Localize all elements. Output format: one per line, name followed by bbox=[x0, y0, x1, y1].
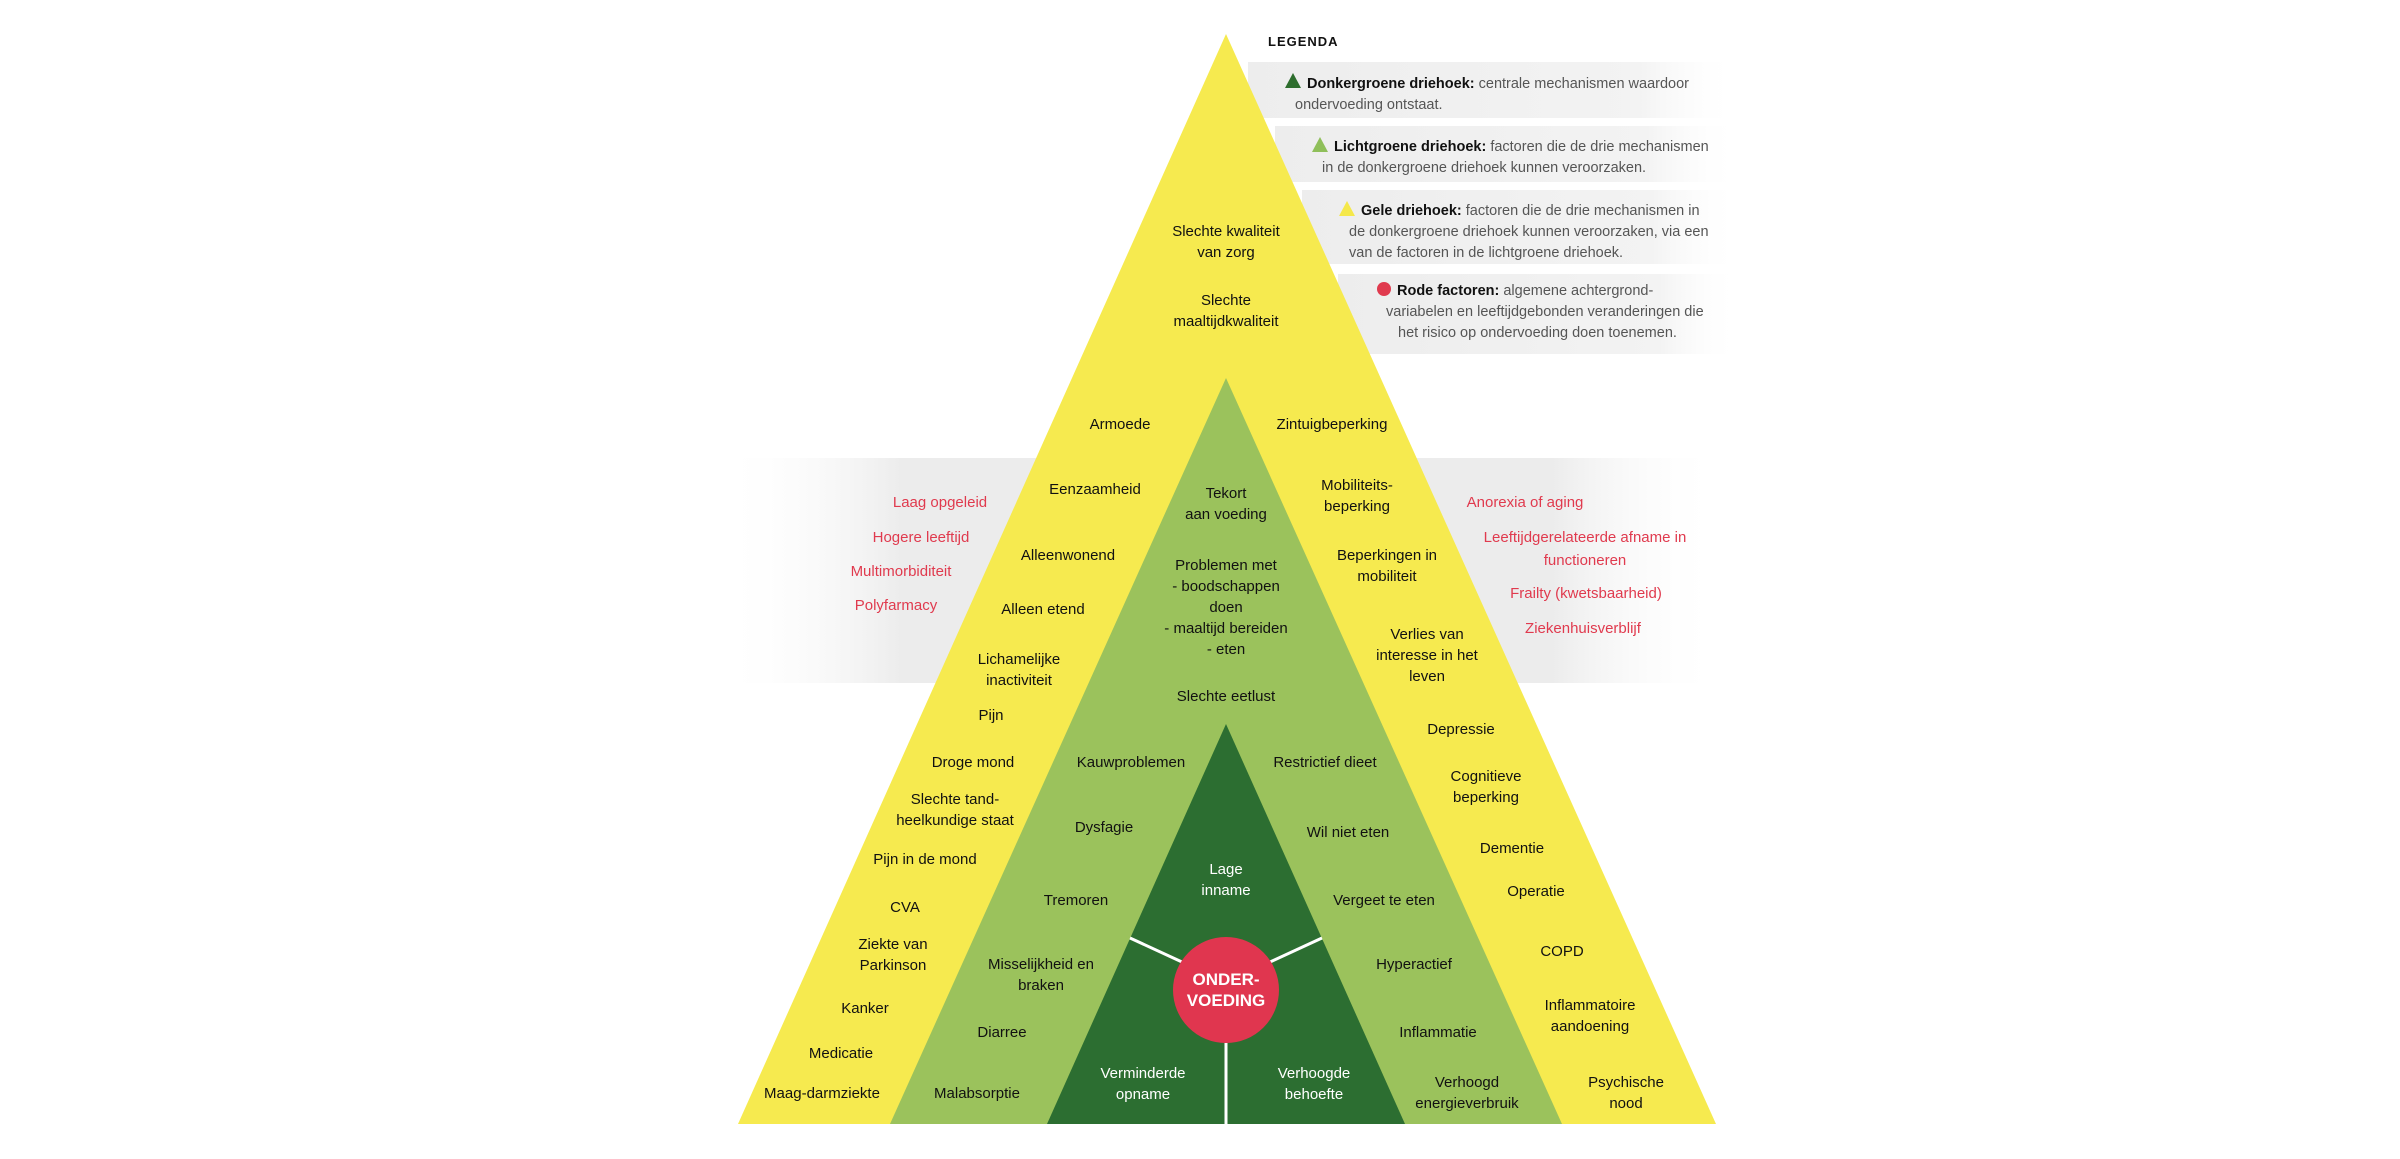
yellow-right-label: Dementie bbox=[1480, 840, 1544, 857]
green-left-label: Diarree bbox=[977, 1024, 1026, 1041]
red-left-label: Polyfarmacy bbox=[855, 597, 938, 614]
legend-bg-1 bbox=[1248, 62, 1738, 118]
legend-text: Donkergroene driehoek: centrale mechanis… bbox=[1307, 76, 1689, 92]
legend-bg-3 bbox=[1302, 190, 1740, 264]
yellow-right-label: Zintuigbeperking bbox=[1277, 416, 1388, 433]
red-left-label: Laag opgeleid bbox=[893, 494, 987, 511]
legend-item: Lichtgroene driehoek: factoren die de dr… bbox=[1312, 137, 1709, 176]
yellow-right-label: COPD bbox=[1540, 943, 1584, 960]
yellow-right-label: Mobiliteits-beperking bbox=[1321, 477, 1393, 515]
green-center-label: Slechte eetlust bbox=[1177, 688, 1276, 705]
yellow-left-label: Alleen etend bbox=[1001, 601, 1084, 618]
legend-text-line: van de factoren in de lichtgroene drieho… bbox=[1349, 245, 1623, 261]
legend-triangle-marker bbox=[1312, 137, 1328, 152]
legend-text-line: ondervoeding ontstaat. bbox=[1295, 97, 1443, 113]
yellow-left-label: Eenzaamheid bbox=[1049, 481, 1141, 498]
green-left-label: Kauwproblemen bbox=[1077, 754, 1185, 771]
green-right-label: Inflammatie bbox=[1399, 1024, 1477, 1041]
green-right-label: Vergeet te eten bbox=[1333, 892, 1435, 909]
divider-right bbox=[1269, 936, 1323, 964]
legend-text: Rode factoren: algemene achtergrond- bbox=[1397, 283, 1653, 299]
yellow-left-label: Armoede bbox=[1090, 416, 1151, 433]
legend-bg-4 bbox=[1338, 274, 1740, 354]
yellow-left-label: Droge mond bbox=[932, 754, 1015, 771]
legend-dot-marker bbox=[1377, 282, 1391, 296]
red-right-label: Frailty (kwetsbaarheid) bbox=[1510, 585, 1662, 602]
green-left-label: Malabsorptie bbox=[934, 1085, 1020, 1102]
legend-text: Gele driehoek: factoren die de drie mech… bbox=[1361, 203, 1700, 219]
green-left-labels: KauwproblemenDysfagieTremorenMisselijkhe… bbox=[934, 754, 1185, 1102]
yellow-left-label: Kanker bbox=[841, 1000, 889, 1017]
green-left-label: Tremoren bbox=[1044, 892, 1108, 909]
red-right-label: Anorexia of aging bbox=[1467, 494, 1584, 511]
yellow-right-label: Operatie bbox=[1507, 883, 1565, 900]
yellow-left-label: Maag-darmziekte bbox=[764, 1085, 880, 1102]
yellow-left-label: CVA bbox=[890, 899, 920, 916]
yellow-left-label: Alleenwonend bbox=[1021, 547, 1115, 564]
green-right-label: Hyperactief bbox=[1376, 956, 1453, 973]
legend-text-line: variabelen en leeftijdgebonden veranderi… bbox=[1386, 304, 1704, 320]
legend-triangle-marker bbox=[1339, 201, 1355, 216]
legend-triangle-marker bbox=[1285, 73, 1301, 88]
ondervoeding-circle bbox=[1173, 937, 1279, 1043]
legend-item: Donkergroene driehoek: centrale mechanis… bbox=[1285, 73, 1689, 113]
yellow-left-label: Pijn in de mond bbox=[873, 851, 976, 868]
yellow-left-label: Medicatie bbox=[809, 1045, 873, 1062]
dark-green-triangle bbox=[1047, 724, 1405, 1124]
legend-bg-2 bbox=[1275, 126, 1740, 182]
legend-text-line: de donkergroene driehoek kunnen veroorza… bbox=[1349, 224, 1709, 240]
yellow-right-labels: ZintuigbeperkingMobiliteits-beperkingBep… bbox=[1277, 416, 1664, 1112]
legend-items: Donkergroene driehoek: centrale mechanis… bbox=[1285, 73, 1709, 341]
legend-text-line: het risico op ondervoeding doen toenemen… bbox=[1398, 325, 1677, 341]
red-left-label: Multimorbiditeit bbox=[851, 563, 953, 580]
legend-backgrounds bbox=[1248, 62, 1740, 354]
yellow-right-label: Depressie bbox=[1427, 721, 1495, 738]
legend-item: Gele driehoek: factoren die de drie mech… bbox=[1339, 201, 1709, 261]
legend-text-line: in de donkergroene driehoek kunnen veroo… bbox=[1322, 160, 1646, 176]
yellow-left-label: Pijn bbox=[978, 707, 1003, 724]
red-right-label: Ziekenhuisverblijf bbox=[1525, 620, 1642, 637]
core-label: ONDER-VOEDING bbox=[1187, 970, 1265, 1010]
red-left-label: Hogere leeftijd bbox=[873, 529, 970, 546]
green-right-label: Wil niet eten bbox=[1307, 824, 1390, 841]
legend-item: Rode factoren: algemene achtergrond-vari… bbox=[1377, 282, 1704, 341]
legend-title: LEGENDA bbox=[1268, 34, 1339, 49]
legend-text: Lichtgroene driehoek: factoren die de dr… bbox=[1334, 139, 1709, 155]
green-right-label: Restrictief dieet bbox=[1273, 754, 1377, 771]
yellow-left-label: Slechte tand-heelkundige staat bbox=[896, 791, 1014, 829]
green-left-label: Dysfagie bbox=[1075, 819, 1133, 836]
divider-left bbox=[1129, 936, 1183, 964]
